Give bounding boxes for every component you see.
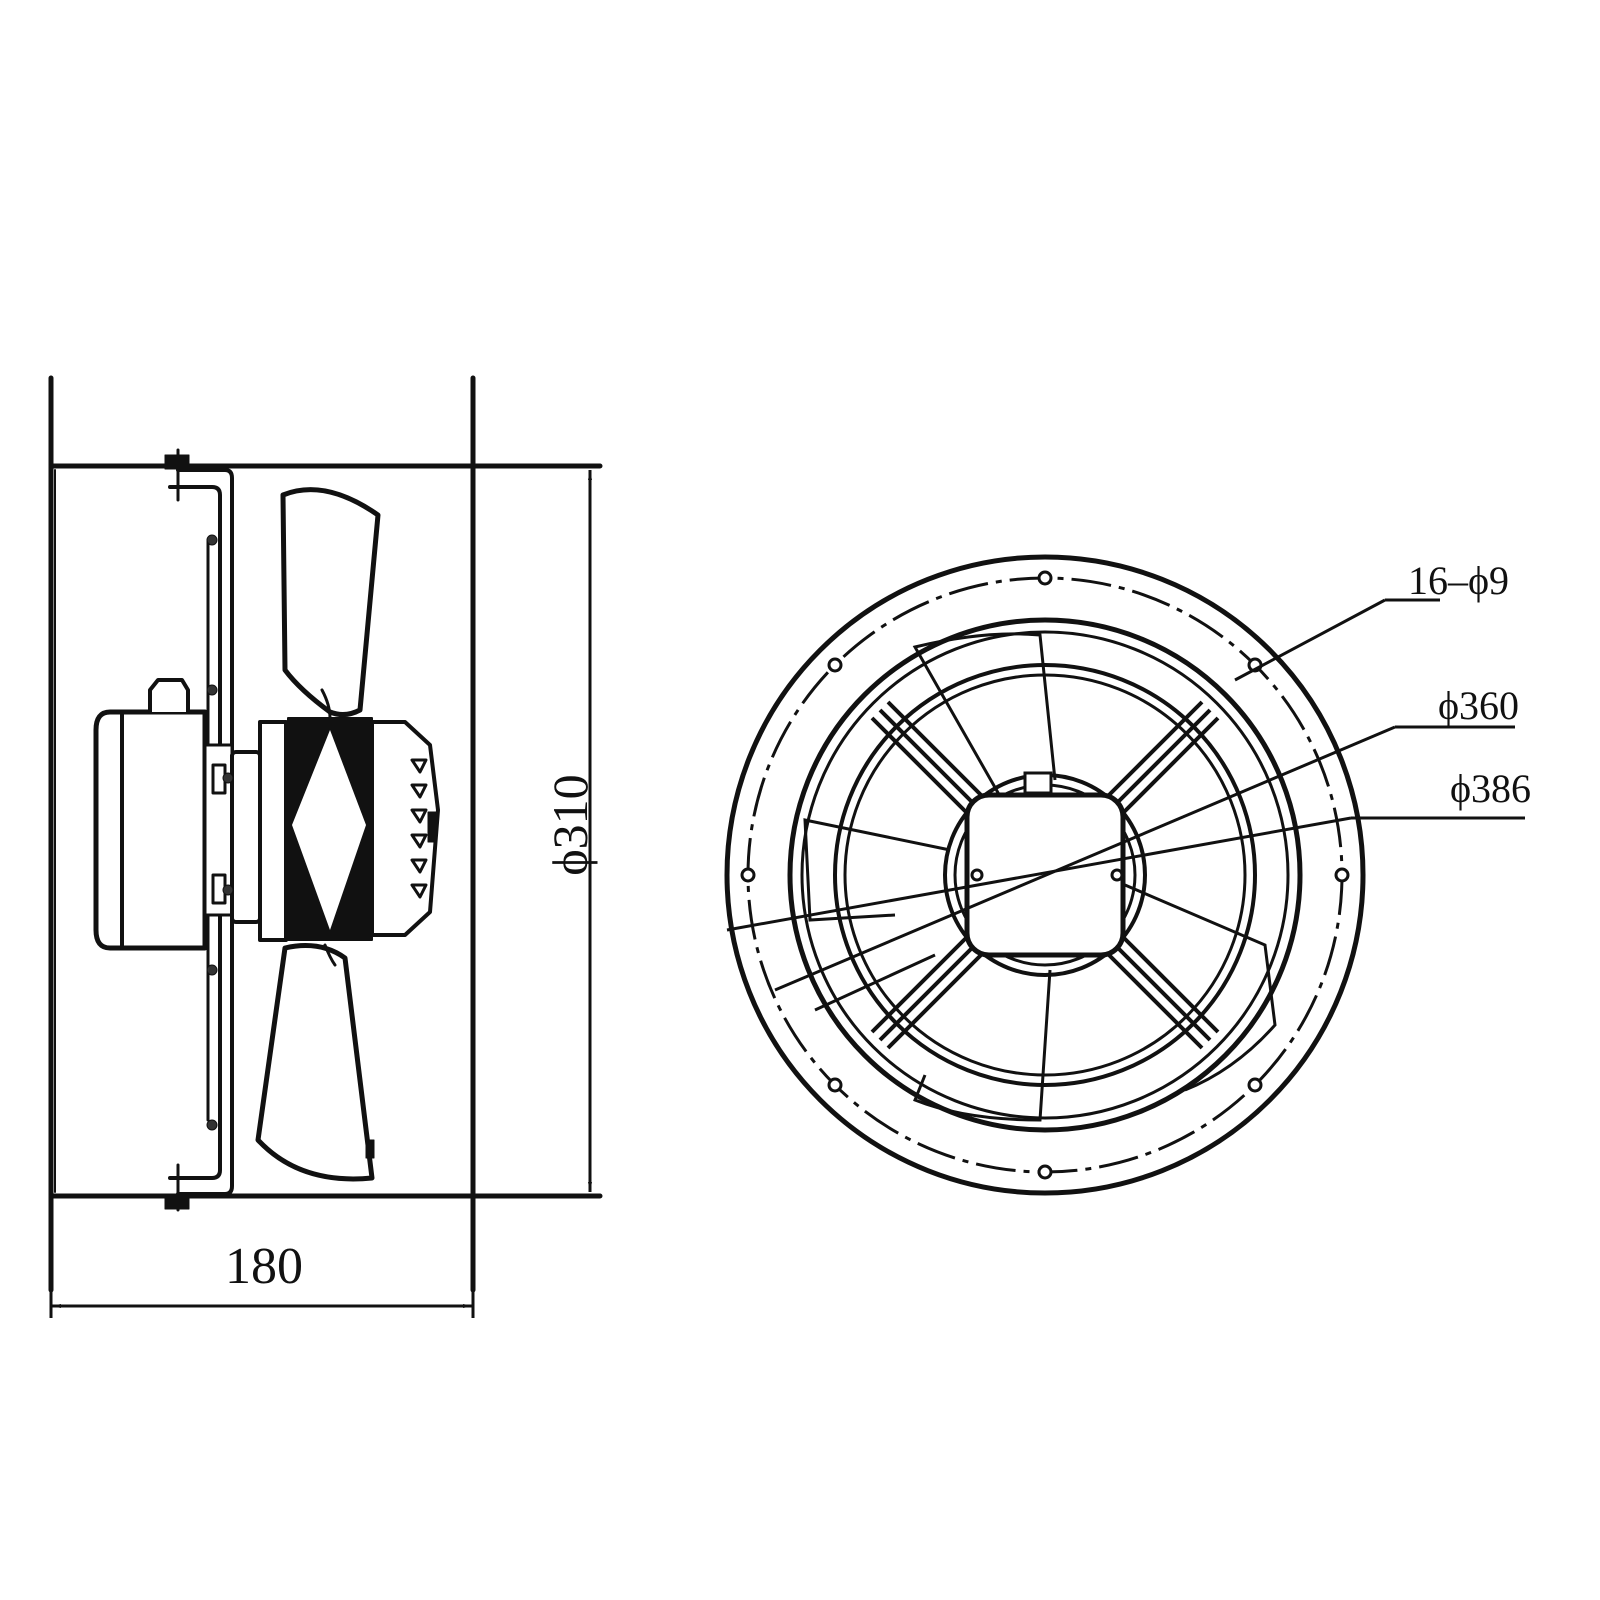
flange-386-label: ϕ386 [1450, 766, 1532, 811]
front-blades [803, 632, 1277, 1122]
bolt-holes-label: 16–ϕ9 [1408, 558, 1510, 603]
hub-front [258, 720, 288, 942]
lower-blade [255, 943, 375, 1182]
hub-nose [370, 720, 440, 937]
front-view [724, 554, 1525, 1196]
length-180-dimension [49, 1290, 475, 1318]
diameter-310-label: ϕ310 [542, 774, 598, 876]
bolt-circle-360-label: ϕ360 [1438, 683, 1520, 728]
motor-body [93, 709, 208, 951]
guard-struts [870, 700, 1220, 1050]
upper-blade [280, 487, 381, 718]
duct-circle [787, 617, 1303, 1133]
leader-lines [726, 598, 1525, 992]
guard-ring-outer [833, 663, 1257, 1087]
terminal-box [148, 678, 190, 714]
side-view [48, 375, 603, 1293]
bolt-holes [740, 570, 1350, 1180]
length-180-label: 180 [225, 1238, 303, 1295]
flange-outer-circle [724, 554, 1366, 1196]
